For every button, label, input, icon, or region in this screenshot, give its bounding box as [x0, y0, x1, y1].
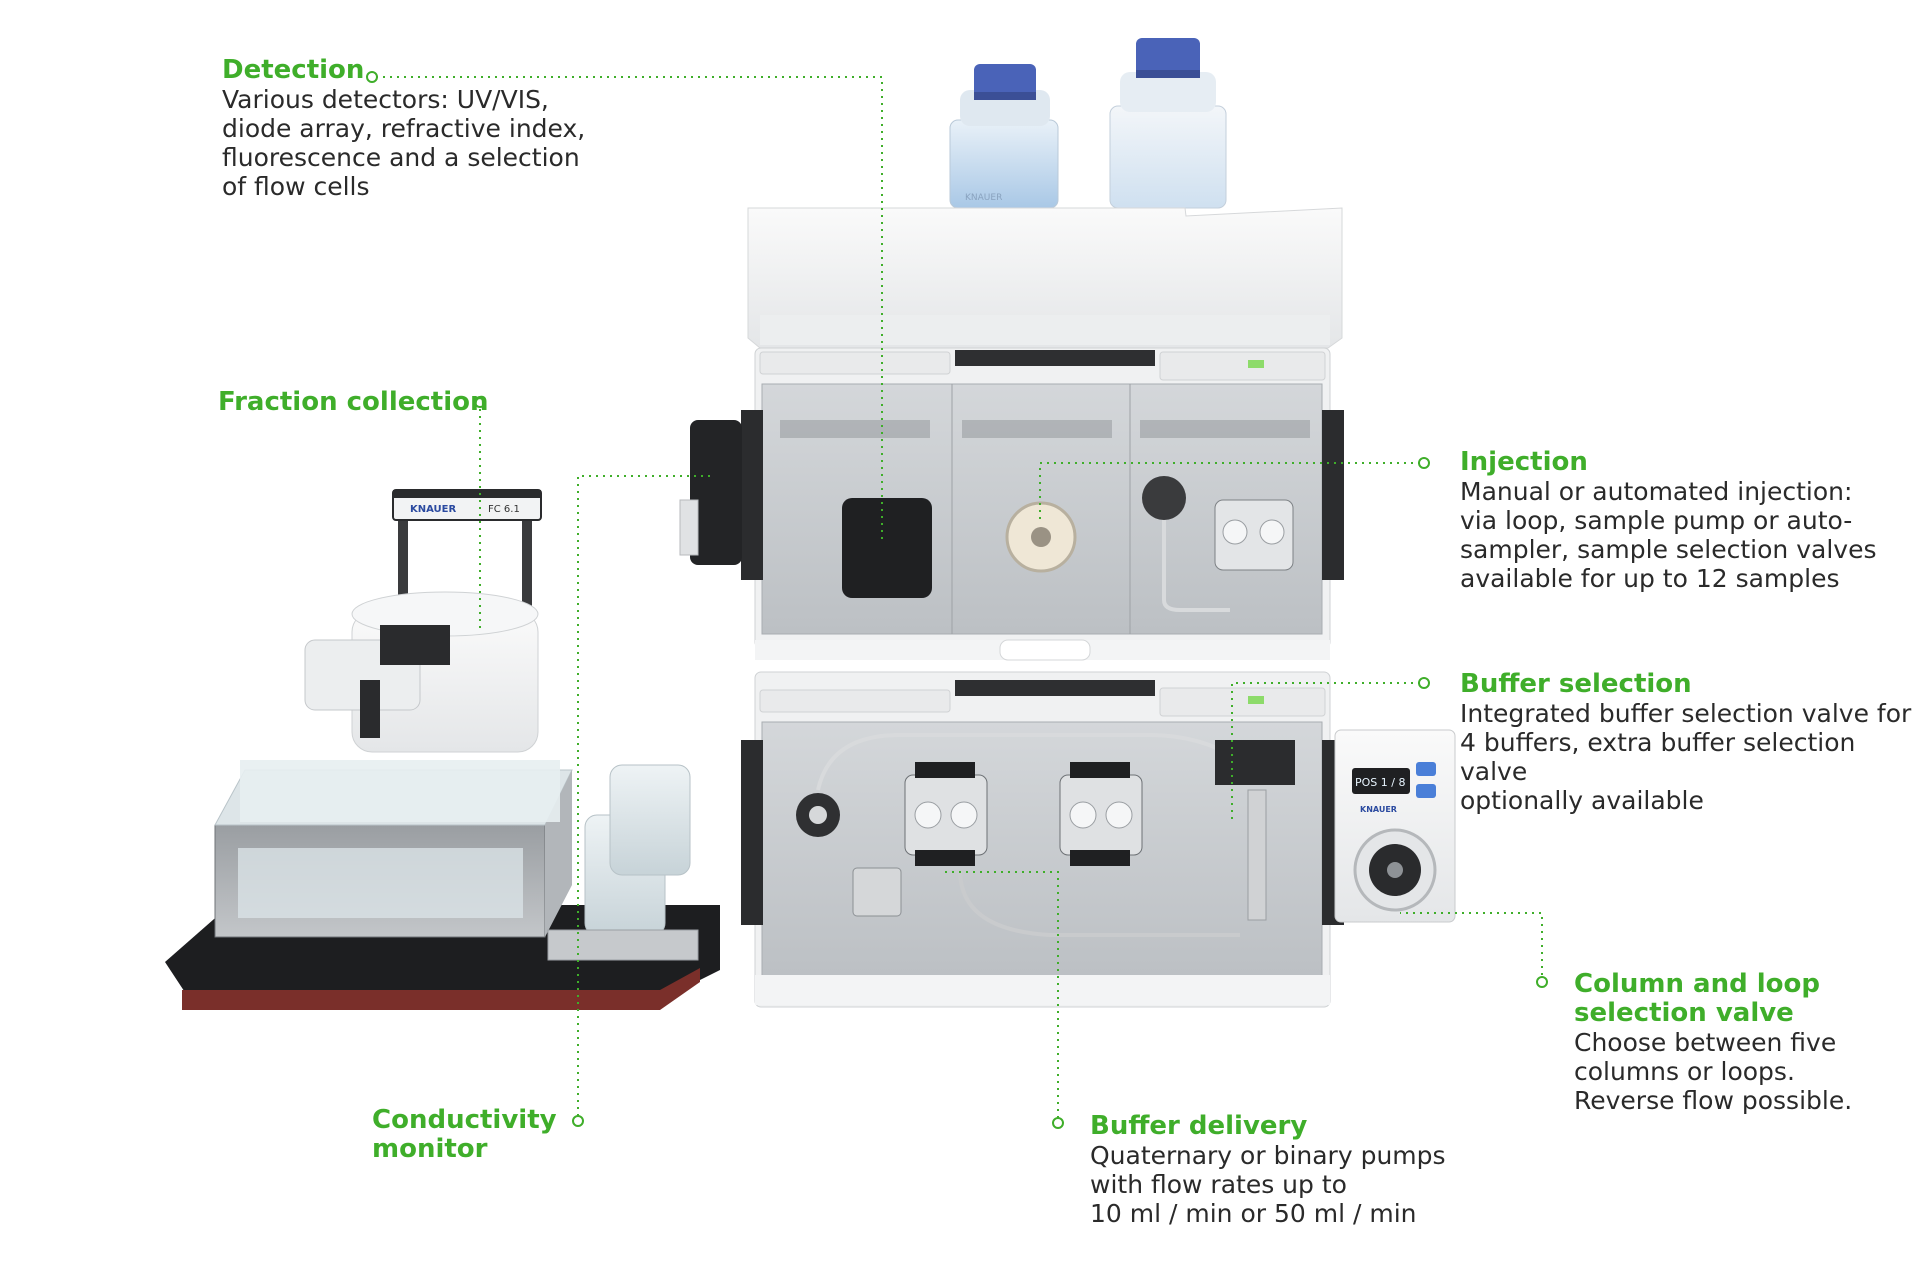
conductivity-monitor-device [679, 420, 742, 565]
detection-title: Detection [222, 55, 365, 85]
fraction-collector-brand: KNAUER [410, 504, 457, 515]
valve-display: POS 1 / 8 [1355, 776, 1405, 789]
leader-conductivity [577, 475, 710, 1116]
leader-buffer-delivery [944, 871, 1059, 1118]
callout-conductivity-monitor: Conductivity monitor [372, 1106, 557, 1164]
column-loop-line-3: Reverse flow possible. [1574, 1086, 1853, 1115]
leader-column-loop [1400, 912, 1543, 982]
callout-column-loop-valve: Column and loop selection valve Choose b… [1574, 969, 1853, 1116]
detection-line-2: diode array, refractive index, [222, 114, 586, 143]
fraction-collector-device [165, 489, 720, 1010]
column-loop-line-2: columns or loops. [1574, 1057, 1795, 1086]
solvent-bottle-right [1109, 38, 1227, 209]
solvent-tray [747, 207, 1343, 349]
injection-line-3: sampler, sample selection valves [1460, 535, 1877, 564]
injection-line-2: via loop, sample pump or auto- [1460, 506, 1853, 535]
buffer-selection-title: Buffer selection [1460, 669, 1692, 699]
lower-module [741, 671, 1344, 1008]
fraction-collection-title: Fraction collection [218, 387, 489, 417]
column-loop-title-line-2: selection valve [1574, 998, 1794, 1028]
injection-line-1: Manual or automated injection: [1460, 477, 1853, 506]
leader-injection [1039, 462, 1420, 520]
conductivity-title-line-1: Conductivity [372, 1105, 557, 1135]
buffer-selection-line-1: Integrated buffer selection valve for [1460, 699, 1912, 728]
conductivity-title-line-2: monitor [372, 1134, 488, 1164]
fraction-collector-model: FC 6.1 [488, 504, 520, 515]
buffer-selection-line-2: 4 buffers, extra buffer selection valve [1460, 728, 1856, 786]
callout-detection: Detection Various detectors: UV/VIS, dio… [222, 55, 586, 202]
buffer-delivery-line-1: Quaternary or binary pumps [1090, 1141, 1446, 1170]
callout-buffer-selection: Buffer selection Integrated buffer selec… [1460, 669, 1920, 816]
callout-injection: Injection Manual or automated injection:… [1460, 447, 1877, 594]
callout-buffer-delivery: Buffer delivery Quaternary or binary pum… [1090, 1111, 1446, 1229]
callout-fraction-collection: Fraction collection [218, 388, 489, 417]
injection-title: Injection [1460, 447, 1588, 477]
buffer-delivery-line-2: with flow rates up to [1090, 1170, 1347, 1199]
buffer-delivery-line-3: 10 ml / min or 50 ml / min [1090, 1199, 1417, 1228]
detection-line-1: Various detectors: UV/VIS, [222, 85, 549, 114]
bottle-brand: KNAUER [965, 193, 1002, 203]
column-loop-line-1: Choose between five [1574, 1028, 1837, 1057]
detection-line-3: fluorescence and a selection [222, 143, 580, 172]
leader-lines [376, 76, 1543, 1118]
leader-detection [376, 76, 883, 543]
injection-line-4: available for up to 12 samples [1460, 564, 1840, 593]
upper-module [741, 347, 1344, 661]
solvent-bottle-left [949, 64, 1059, 209]
buffer-selection-line-3: optionally available [1460, 786, 1704, 815]
valve-brand: KNAUER [1360, 805, 1397, 814]
buffer-delivery-title: Buffer delivery [1090, 1111, 1308, 1141]
column-loop-title-line-1: Column and loop [1574, 969, 1820, 999]
column-selection-valve-device [1334, 729, 1456, 923]
leader-end-markers [366, 71, 1548, 1129]
detection-line-4: of flow cells [222, 172, 370, 201]
